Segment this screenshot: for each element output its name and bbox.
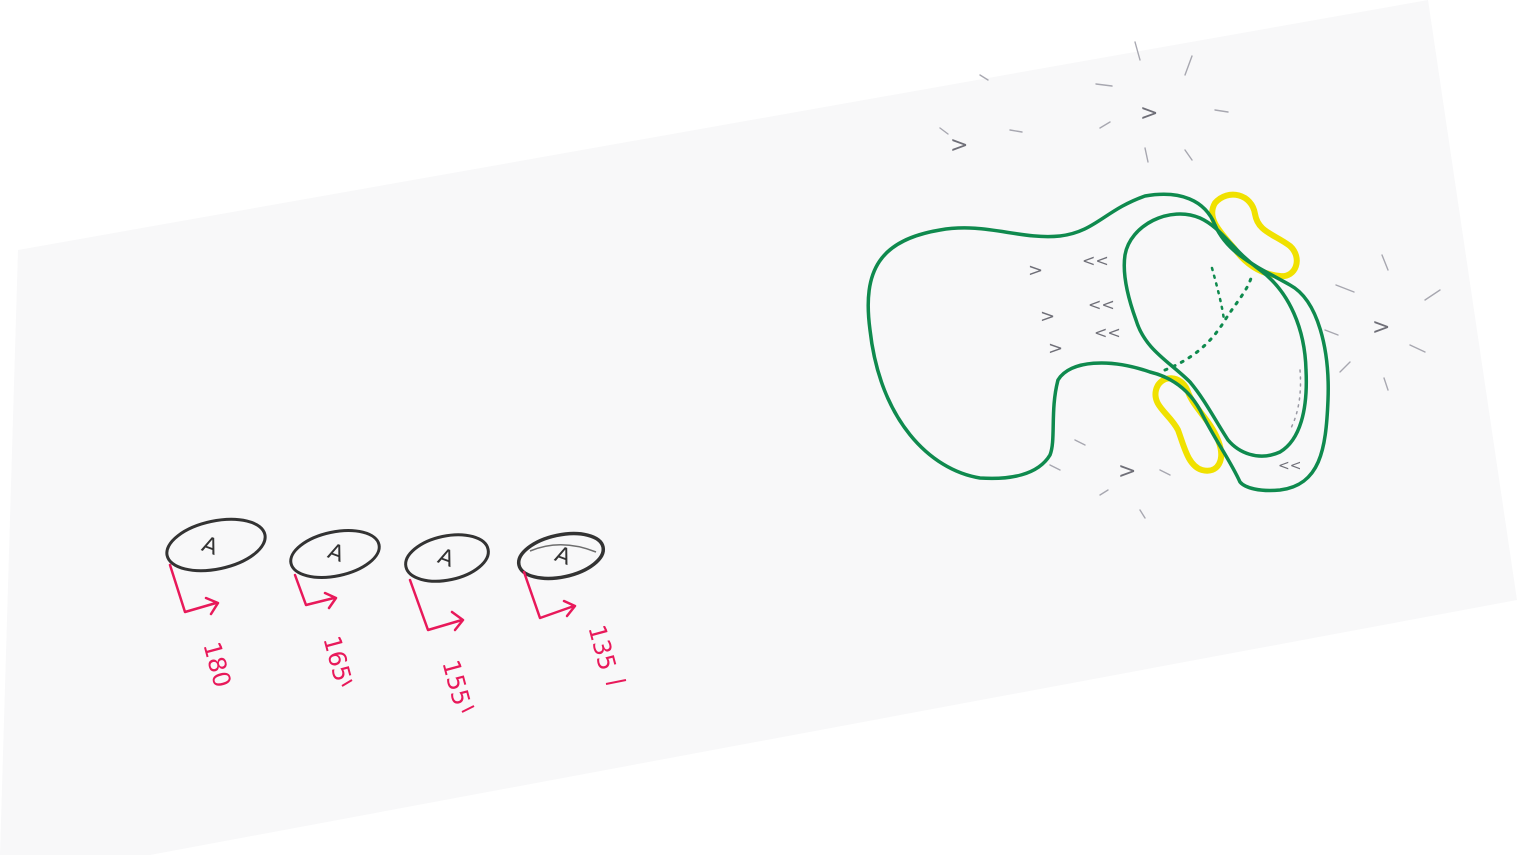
chevron-right-icon: > [1048, 338, 1063, 359]
double-chevron-left-icon: << [1278, 458, 1301, 474]
double-chevron-left-icon: << [1082, 251, 1109, 270]
chevron-right-icon: > [1118, 459, 1136, 484]
chevron-right-icon: > [1140, 101, 1158, 126]
chevron-right-icon: > [1040, 306, 1055, 327]
chevron-right-icon: > [950, 133, 968, 158]
double-chevron-left-icon: << [1088, 295, 1115, 314]
chevron-right-icon: > [1372, 315, 1390, 340]
chevron-right-icon: > [1028, 260, 1043, 281]
double-chevron-left-icon: << [1094, 323, 1121, 342]
